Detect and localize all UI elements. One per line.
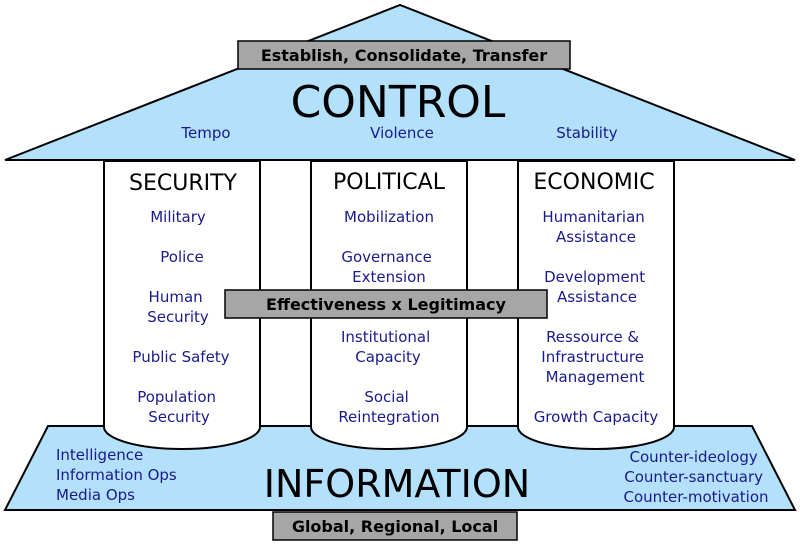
political-item-line: Mobilization <box>344 208 434 226</box>
economic-item: Growth Capacity <box>534 408 659 426</box>
base-right-item: Counter-motivation <box>623 488 768 506</box>
pillar-security-shape <box>103 160 261 450</box>
economic-item-line: Assistance <box>557 288 637 306</box>
security-item-line: Security <box>147 308 209 326</box>
base-left-item: Intelligence <box>56 446 143 464</box>
pillar-economic-title: ECONOMIC <box>533 170 654 195</box>
security-item-line: Public Safety <box>132 348 229 366</box>
base-title: INFORMATION <box>264 462 530 506</box>
security-item-line: Military <box>150 208 206 226</box>
security-item: Military <box>150 208 206 226</box>
roof-banner: Establish, Consolidate, Transfer <box>261 46 547 65</box>
base-left-list: Intelligence Information Ops Media Ops <box>56 446 182 504</box>
economic-item-line: Ressource & <box>546 328 639 346</box>
economic-item: Ressource & Infrastructure Management <box>541 328 648 386</box>
political-item: Social Reintegration <box>338 388 439 426</box>
political-item-line: Capacity <box>355 348 421 366</box>
economic-item-line: Humanitarian <box>542 208 644 226</box>
security-item-line: Human <box>149 288 203 306</box>
roof-label-tempo: Tempo <box>180 124 230 142</box>
pillar-economic-shape <box>517 160 675 450</box>
center-banner-box <box>224 289 548 319</box>
roof-banner-box <box>237 40 571 70</box>
roof-label-stability: Stability <box>556 124 618 142</box>
security-item: Public Safety <box>132 348 229 366</box>
economic-item-line: Assistance <box>556 228 636 246</box>
security-item-line: Population <box>137 388 216 406</box>
political-item-line: Institutional <box>341 328 430 346</box>
security-item-line: Security <box>148 408 210 426</box>
economic-item-line: Management <box>546 368 645 386</box>
political-item-line: Governance <box>341 248 432 266</box>
political-item: Institutional Capacity <box>341 328 435 366</box>
roof-label-violence: Violence <box>370 124 434 142</box>
roof-title: CONTROL <box>291 77 506 128</box>
political-item-line: Extension <box>352 268 426 286</box>
economic-item-line: Development <box>544 268 645 286</box>
political-item: Governance Extension <box>341 248 436 286</box>
base-right-item: Counter-sanctuary <box>624 468 763 486</box>
security-item-line: Police <box>160 248 204 266</box>
base-banner-box <box>272 511 518 541</box>
economic-item-line: Infrastructure <box>541 348 644 366</box>
base-left-item: Media Ops <box>56 486 135 504</box>
base-left-item: Information Ops <box>56 466 177 484</box>
center-banner: Effectiveness x Legitimacy <box>266 295 506 314</box>
economic-item: Development Assistance <box>544 268 650 306</box>
political-item-line: Social <box>364 388 408 406</box>
security-item: Population Security <box>137 388 221 426</box>
base-right-list: Counter-ideology Counter-sanctuary Count… <box>623 448 768 506</box>
base-banner: Global, Regional, Local <box>292 517 498 536</box>
economic-item-line: Growth Capacity <box>534 408 659 426</box>
pillar-political-title: POLITICAL <box>333 170 446 195</box>
pillar-security <box>103 160 261 450</box>
security-item: Police <box>160 248 204 266</box>
political-item-line: Reintegration <box>338 408 439 426</box>
security-item: Human Security <box>147 288 209 326</box>
pillar-economic <box>517 160 675 450</box>
pillar-security-title: SECURITY <box>129 171 238 196</box>
base-right-item: Counter-ideology <box>629 448 757 466</box>
economic-item: Humanitarian Assistance <box>542 208 649 246</box>
political-item: Mobilization <box>344 208 434 226</box>
